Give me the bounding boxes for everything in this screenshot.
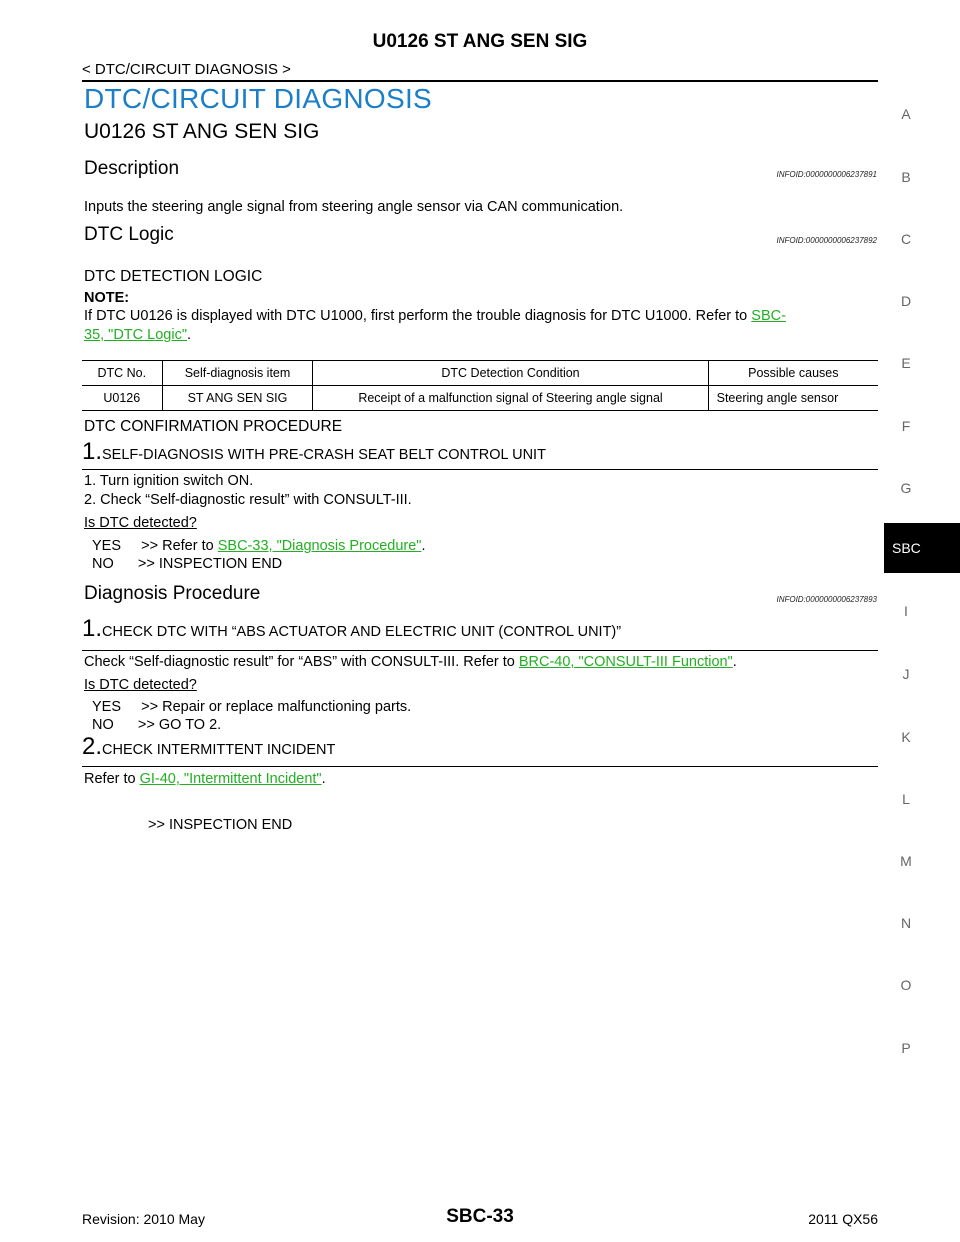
dtc-logic-infoid: INFOID:0000000006237892 <box>776 236 877 245</box>
dtc-table: DTC No. Self-diagnosis item DTC Detectio… <box>82 360 878 411</box>
step-text: Check “Self-diagnostic result” for “ABS”… <box>84 654 519 670</box>
step-number: 1. <box>82 615 103 642</box>
side-tab-o[interactable]: O <box>900 977 912 993</box>
footer-model: 2011 QX56 <box>808 1211 878 1227</box>
side-tab-k[interactable]: K <box>901 729 911 745</box>
note-body: If DTC U0126 is displayed with DTC U1000… <box>84 308 752 324</box>
step-number: 2. <box>82 733 103 760</box>
section-title: DTC/CIRCUIT DIAGNOSIS <box>84 83 433 114</box>
table-cell: U0126 <box>82 385 163 411</box>
dtc-logic-heading: DTC Logic <box>84 224 174 245</box>
note-link-sbc-35[interactable]: SBC- <box>751 308 786 324</box>
breadcrumb: < DTC/CIRCUIT DIAGNOSIS > <box>82 61 291 78</box>
side-tab-m[interactable]: M <box>900 853 912 869</box>
question-dtc-detected: Is DTC detected? <box>84 677 197 693</box>
yes-answer: YES >> Refer to SBC-33, "Diagnosis Proce… <box>92 538 426 554</box>
step-end: . <box>732 654 737 670</box>
footer-revision: Revision: 2010 May <box>82 1211 205 1227</box>
link-gi-40[interactable]: GI-40, "Intermittent Incident" <box>139 771 322 787</box>
yes-end: . <box>421 538 426 554</box>
table-header-row: DTC No. Self-diagnosis item DTC Detectio… <box>82 360 878 386</box>
table-cell: Receipt of a malfunction signal of Steer… <box>312 385 709 411</box>
side-tab-n[interactable]: N <box>900 915 912 931</box>
note-link-sbc-35-cont[interactable]: 35, "DTC Logic" <box>84 327 187 343</box>
step-item-2: 2. Check “Self-diagnostic result” with C… <box>84 492 412 508</box>
link-sbc-33[interactable]: SBC-33, "Diagnosis Procedure" <box>217 538 422 554</box>
side-tab-i[interactable]: I <box>904 603 908 619</box>
description-text: Inputs the steering angle signal from st… <box>84 199 624 215</box>
step-title: SELF-DIAGNOSIS WITH PRE-CRASH SEAT BELT … <box>102 447 546 463</box>
page-title: U0126 ST ANG SEN SIG <box>372 31 588 52</box>
no-answer: NO >> GO TO 2. <box>92 717 222 733</box>
no-answer: NO >> INSPECTION END <box>92 556 283 572</box>
table-header-cell: Possible causes <box>707 360 878 386</box>
yes-prefix: YES >> Refer to <box>92 538 218 554</box>
diagnosis-heading: Diagnosis Procedure <box>84 583 261 604</box>
step-number: 1. <box>82 438 103 465</box>
note-label: NOTE: <box>84 290 130 306</box>
yes-answer: YES >> Repair or replace malfunctioning … <box>92 699 412 715</box>
table-cell: ST ANG SEN SIG <box>161 385 313 411</box>
side-tab-d[interactable]: D <box>900 293 912 309</box>
step-item-1: 1. Turn ignition switch ON. <box>84 473 254 489</box>
diagnosis-step-2: 2.CHECK INTERMITTENT INCIDENT <box>82 733 878 767</box>
table-row: U0126 ST ANG SEN SIG Receipt of a malfun… <box>82 385 878 411</box>
table-header-cell: Self-diagnosis item <box>161 360 313 386</box>
dtc-detection-heading: DTC DETECTION LOGIC <box>84 268 263 285</box>
diagnosis-infoid: INFOID:0000000006237893 <box>776 595 877 604</box>
diagnosis-step-1-text: Check “Self-diagnostic result” for “ABS”… <box>84 654 737 670</box>
side-tab-j[interactable]: J <box>902 666 910 682</box>
step-title: CHECK INTERMITTENT INCIDENT <box>102 742 336 758</box>
link-brc-40[interactable]: BRC-40, "CONSULT-III Function" <box>518 654 733 670</box>
dtc-confirmation-heading: DTC CONFIRMATION PROCEDURE <box>84 418 343 435</box>
side-tab-e[interactable]: E <box>901 355 911 371</box>
side-tab-l[interactable]: L <box>902 791 910 807</box>
table-header-cell: DTC No. <box>82 360 163 386</box>
side-tab-c[interactable]: C <box>900 231 912 247</box>
side-tab-f[interactable]: F <box>901 418 911 434</box>
note-end: . <box>186 327 192 343</box>
side-tab-g[interactable]: G <box>900 480 912 496</box>
diagnosis-step-2-text: Refer to GI-40, "Intermittent Incident". <box>84 771 326 787</box>
side-tab-sbc-active[interactable]: SBC <box>884 523 960 573</box>
note-text: If DTC U0126 is displayed with DTC U1000… <box>84 307 880 345</box>
step-end: . <box>321 771 326 787</box>
question-dtc-detected: Is DTC detected? <box>84 515 197 531</box>
confirmation-step-1: 1.SELF-DIAGNOSIS WITH PRE-CRASH SEAT BEL… <box>82 438 878 470</box>
step-title: CHECK DTC WITH “ABS ACTUATOR AND ELECTRI… <box>102 624 622 640</box>
step-text: Refer to <box>84 771 140 787</box>
table-cell: Steering angle sensor <box>707 385 878 411</box>
side-tab-p[interactable]: P <box>901 1040 911 1056</box>
description-infoid: INFOID:0000000006237891 <box>776 170 877 179</box>
inspection-end: >> INSPECTION END <box>148 817 293 833</box>
header-divider <box>82 80 878 82</box>
footer-page-number: SBC-33 <box>446 1206 514 1227</box>
table-header-cell: DTC Detection Condition <box>312 360 709 386</box>
section-subtitle: U0126 ST ANG SEN SIG <box>84 120 320 143</box>
diagnosis-step-1: 1.CHECK DTC WITH “ABS ACTUATOR AND ELECT… <box>82 615 878 651</box>
description-heading: Description <box>84 158 180 179</box>
side-tab-b[interactable]: B <box>901 169 911 185</box>
side-tab-a[interactable]: A <box>901 106 911 122</box>
